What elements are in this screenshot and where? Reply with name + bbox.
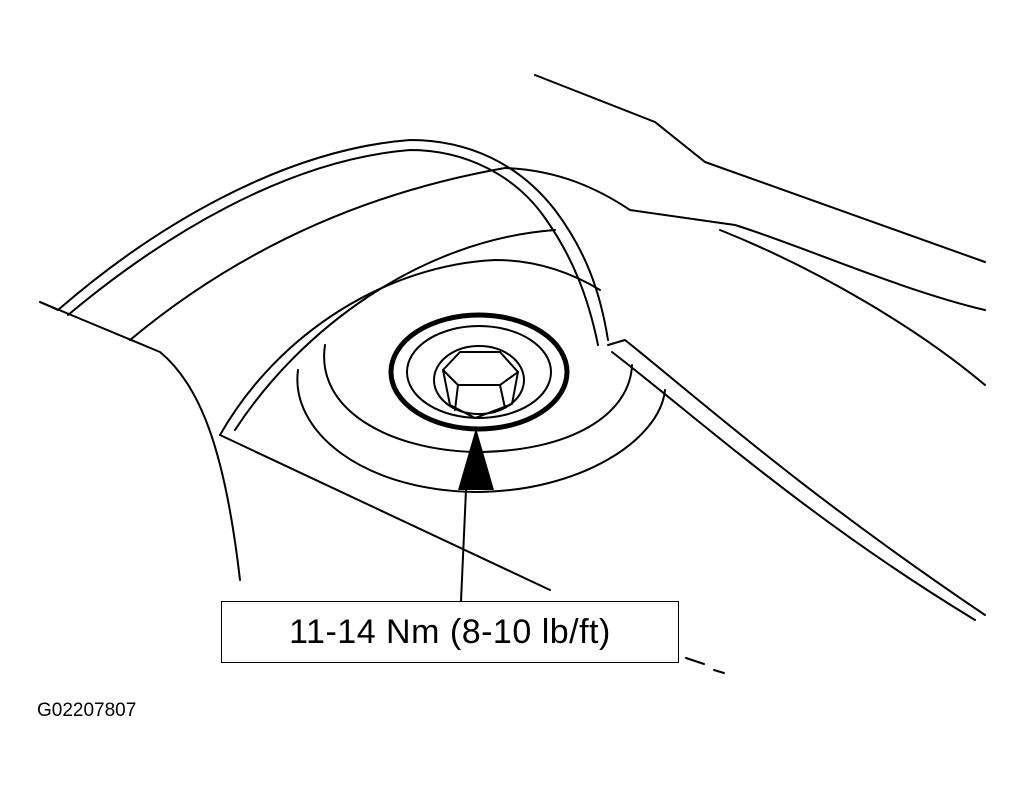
arrow-up-icon (458, 428, 494, 490)
torque-spec-label: 11-14 Nm (8-10 lb/ft) (289, 612, 611, 651)
housing-outline (39, 139, 609, 581)
recess-arcs (219, 229, 601, 591)
figure-id-label: G02207807 (37, 700, 137, 721)
frame-right-upper (504, 74, 986, 621)
bolt-boss (296, 312, 666, 493)
dash-marks (685, 657, 725, 674)
hex-bolt-icon (442, 351, 519, 419)
torque-callout-box: 11-14 Nm (8-10 lb/ft) (221, 601, 679, 663)
o-ring-seal (388, 312, 570, 432)
callout-leader (458, 428, 494, 602)
